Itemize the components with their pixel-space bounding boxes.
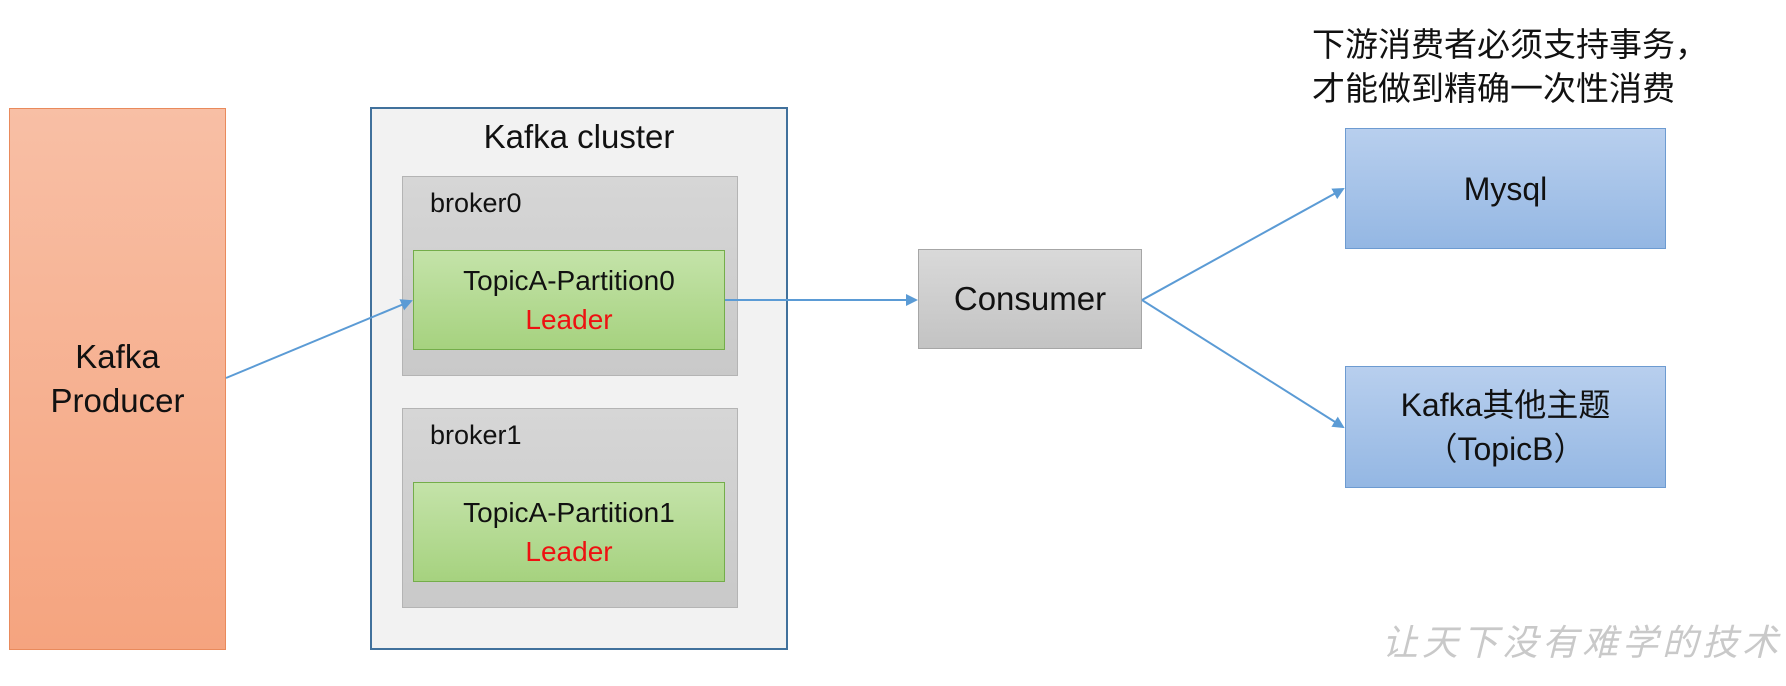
producer-label-line1: Kafka [75,338,160,375]
consumer-box: Consumer [918,249,1142,349]
partition1-name: TopicA-Partition1 [463,497,675,528]
transaction-note: 下游消费者必须支持事务， 才能做到精确一次性消费 [1312,23,1772,111]
broker1-label: broker1 [430,420,522,450]
partition0-role: Leader [525,304,613,335]
kafka-topicb-box: Kafka其他主题 （TopicB） [1345,366,1666,488]
arrow-consumer-to-mysql [1141,188,1345,301]
arrow-consumer-to-topicb [1141,299,1345,429]
broker0-label: broker0 [430,188,522,218]
arrow-producer-to-partition0 [225,299,413,379]
topicb-label-line2: （TopicB） [1425,431,1586,467]
mysql-box: Mysql [1345,128,1666,249]
kafka-cluster-title: Kafka cluster [483,118,675,155]
topicb-label-line1: Kafka其他主题 [1400,387,1611,423]
mysql-label: Mysql [1463,170,1548,207]
watermark-text: 让天下没有难学的技术 [1381,623,1782,664]
partition1-role: Leader [525,536,613,567]
partition0-box: TopicA-Partition0 Leader [413,250,725,350]
partition0-name: TopicA-Partition0 [463,265,675,296]
note-line1: 下游消费者必须支持事务， [1312,25,1708,64]
partition1-box: TopicA-Partition1 Leader [413,482,725,582]
consumer-label: Consumer [953,280,1107,317]
producer-label-line2: Producer [50,382,185,419]
note-line2: 才能做到精确一次性消费 [1312,69,1675,108]
kafka-producer-box: Kafka Producer [9,108,226,650]
